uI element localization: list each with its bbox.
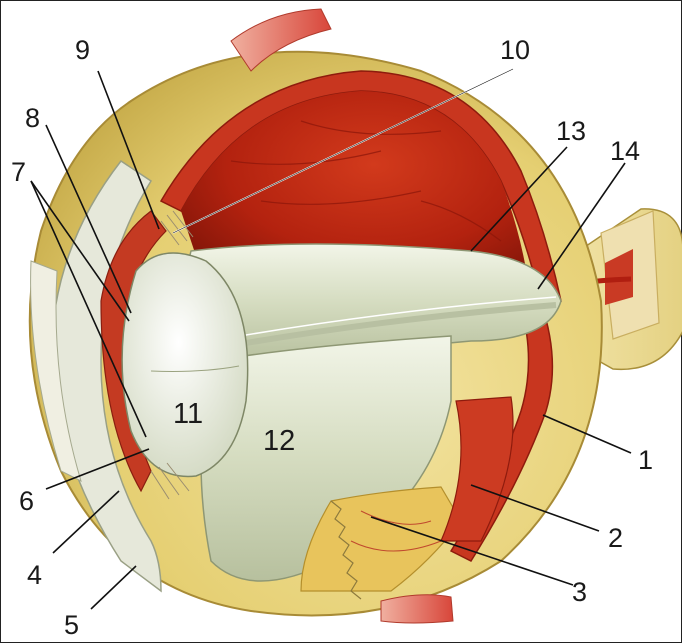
lens (121, 252, 249, 478)
label-8: 8 (25, 103, 40, 133)
label-5: 5 (64, 610, 79, 640)
rectus-muscles (230, 8, 454, 624)
label-14: 14 (610, 136, 640, 166)
figure-labels: 9 10 8 7 13 14 11 12 1 6 2 4 3 5 (11, 35, 653, 640)
label-10: 10 (500, 35, 530, 65)
label-4: 4 (27, 560, 42, 590)
label-9: 9 (75, 35, 90, 65)
leader-4 (52, 490, 120, 554)
leader-5 (90, 565, 137, 610)
label-3: 3 (572, 577, 587, 607)
vitreous-body (170, 243, 562, 582)
label-11: 11 (173, 398, 203, 430)
label-12: 12 (263, 425, 295, 457)
leader-9 (97, 70, 160, 230)
leader-6 (45, 448, 150, 490)
label-13: 13 (556, 116, 586, 146)
label-1: 1 (638, 445, 653, 475)
lower-wall-strip (440, 396, 514, 542)
leader-7b (30, 180, 147, 438)
leader-3 (370, 516, 574, 586)
leader-1 (542, 414, 632, 454)
leader-2 (470, 484, 600, 532)
leader-14 (537, 162, 626, 290)
leader-10 (172, 68, 514, 234)
label-7: 7 (11, 157, 26, 187)
leader-8 (45, 124, 132, 314)
ciliary-region (300, 486, 462, 600)
leader-13 (470, 146, 568, 252)
label-2: 2 (608, 523, 623, 553)
leader-lines (30, 68, 632, 610)
zonule-fibers (150, 210, 194, 500)
leader-7a (30, 180, 130, 322)
label-6: 6 (19, 486, 34, 516)
